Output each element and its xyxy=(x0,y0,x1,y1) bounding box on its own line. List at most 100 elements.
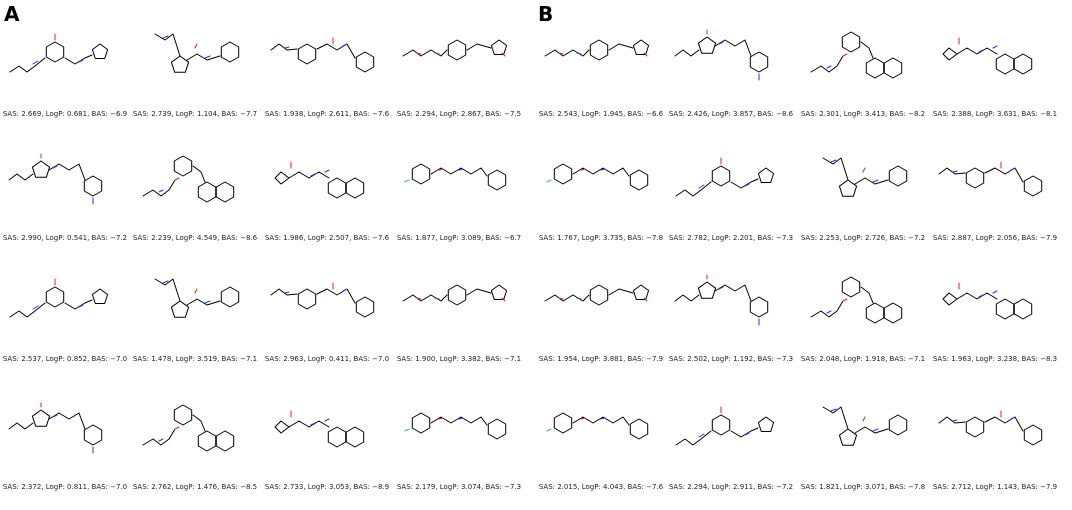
heteroatom-bond xyxy=(992,290,998,294)
five-membered-ring xyxy=(838,179,858,197)
bond-chain xyxy=(9,54,93,73)
molecule-caption: SAS: 1.877, LogP: 3.089, BAS: −6.7 xyxy=(396,234,522,242)
heteroatom-bond xyxy=(744,183,750,187)
molecule-structure xyxy=(546,412,649,440)
benzene-ring xyxy=(220,286,240,308)
bond-chain xyxy=(430,167,488,177)
bond-chain xyxy=(822,406,889,434)
benzene-ring xyxy=(45,41,65,63)
molecule-caption: SAS: 1.954, LogP: 3.881, BAS: −7.9 xyxy=(538,355,664,363)
benzene-ring xyxy=(749,51,769,73)
bond-chain xyxy=(674,284,752,302)
molecule-caption: SAS: 2.048, LogP: 1.918, BAS: −7.1 xyxy=(800,355,926,363)
bond-chain xyxy=(8,412,86,430)
bond-chain xyxy=(938,416,1024,432)
molecule-cell: SAS: 2.372, LogP: 0.811, BAS: −7.0 xyxy=(0,383,130,508)
molecule-structure xyxy=(822,157,908,197)
molecule-cell: SAS: 1.900, LogP: 3.382, BAS: −7.1 xyxy=(394,255,524,380)
five-membered-ring xyxy=(31,160,51,178)
benzene-ring xyxy=(411,412,431,434)
heteroatom-bond xyxy=(600,168,606,171)
bond-chain xyxy=(942,292,998,306)
heteroatom-bond xyxy=(826,65,832,69)
benzene-ring xyxy=(711,414,731,436)
heteroatom-bond xyxy=(580,417,586,420)
five-membered-ring xyxy=(838,428,858,446)
benzene-ring xyxy=(1023,175,1043,197)
benzene-ring xyxy=(995,53,1015,75)
bond-chain xyxy=(274,420,330,434)
benzene-ring xyxy=(487,418,507,440)
molecule-cell: SAS: 2.739, LogP: 1.104, BAS: −7.7 xyxy=(130,10,260,135)
bond-chain xyxy=(142,165,206,197)
molecule-structure xyxy=(8,153,103,205)
heteroatom-bond xyxy=(546,428,552,432)
heteroatom-bond xyxy=(438,417,444,420)
heteroatom-bond xyxy=(718,41,724,45)
benzene-ring xyxy=(327,426,347,448)
heteroatom-bond xyxy=(78,59,84,63)
molecule-structure xyxy=(402,284,508,306)
five-membered-ring xyxy=(632,284,650,300)
molecule-structure xyxy=(942,37,1033,75)
heteroatom-bond xyxy=(1010,416,1016,420)
heteroatom-bond xyxy=(404,179,410,183)
molecule-caption: SAS: 2.294, LogP: 2.867, BAS: −7.5 xyxy=(396,110,522,118)
benzene-ring xyxy=(45,286,65,308)
heteroatom-bond xyxy=(842,298,848,302)
benzene-ring xyxy=(888,165,908,187)
molecule-caption: SAS: 2.502, LogP: 1.192, BAS: −7.3 xyxy=(668,355,794,363)
molecule-cell: SAS: 2.048, LogP: 1.918, BAS: −7.1 xyxy=(798,255,928,380)
molecule-cell: SAS: 2.294, LogP: 2.911, BAS: −7.2 xyxy=(666,383,796,508)
molecule-cell: SAS: 2.963, LogP: 0.411, BAS: −7.0 xyxy=(262,255,392,380)
heteroatom-bond xyxy=(862,167,866,173)
molecule-structure xyxy=(942,282,1033,320)
five-membered-ring xyxy=(757,416,775,432)
heteroatom-bond xyxy=(1010,167,1016,171)
benzene-ring xyxy=(965,416,985,438)
benzene-ring xyxy=(487,169,507,191)
benzene-ring xyxy=(883,57,903,79)
heteroatom-bond xyxy=(558,297,564,300)
benzene-ring xyxy=(629,169,649,191)
benzene-ring xyxy=(865,57,885,79)
molecule-structure xyxy=(675,406,775,446)
molecule-cell: SAS: 2.543, LogP: 1.945, BAS: −6.6 xyxy=(536,10,666,135)
molecule-structure xyxy=(8,402,103,454)
molecule-cell: SAS: 1.767, LogP: 3.735, BAS: −7.8 xyxy=(536,134,666,259)
bond-chain xyxy=(822,157,889,185)
five-membered-ring xyxy=(697,36,717,54)
heteroatom-bond xyxy=(194,288,198,294)
five-membered-ring xyxy=(490,284,508,300)
molecule-caption: SAS: 2.762, LogP: 1.476, BAS: −8.5 xyxy=(132,483,258,491)
molecule-cell: SAS: 2.179, LogP: 3.074, BAS: −7.3 xyxy=(394,383,524,508)
molecule-structure xyxy=(822,406,908,446)
heteroatom-bond xyxy=(78,304,84,308)
molecule-cell: SAS: 1.938, LogP: 2.611, BAS: −7.6 xyxy=(262,10,392,135)
benzene-ring xyxy=(220,41,240,63)
benzene-ring xyxy=(447,284,467,306)
molecule-structure xyxy=(270,37,375,73)
molecule-cell: SAS: 1.478, LogP: 3.519, BAS: −7.1 xyxy=(130,255,260,380)
heteroatom-bond xyxy=(842,53,848,57)
benzene-ring xyxy=(355,51,375,73)
benzene-ring xyxy=(841,276,861,298)
molecule-structure xyxy=(675,157,775,197)
molecule-caption: SAS: 2.543, LogP: 1.945, BAS: −6.6 xyxy=(538,110,664,118)
heteroatom-bond xyxy=(643,52,648,57)
benzene-ring xyxy=(553,412,573,434)
heteroatom-bond xyxy=(576,297,582,300)
heteroatom-bond xyxy=(978,49,984,53)
heteroatom-bond xyxy=(952,170,958,173)
heteroatom-bond xyxy=(284,291,290,294)
molecule-caption: SAS: 1.938, LogP: 2.611, BAS: −7.6 xyxy=(264,110,390,118)
bond-chain xyxy=(544,43,634,57)
molecule-cell: SAS: 2.502, LogP: 1.192, BAS: −7.3 xyxy=(666,255,796,380)
benzene-ring xyxy=(841,31,861,53)
benzene-ring xyxy=(447,39,467,61)
bond-chain xyxy=(270,288,356,304)
benzene-ring xyxy=(1013,53,1033,75)
heteroatom-bond xyxy=(438,168,444,171)
